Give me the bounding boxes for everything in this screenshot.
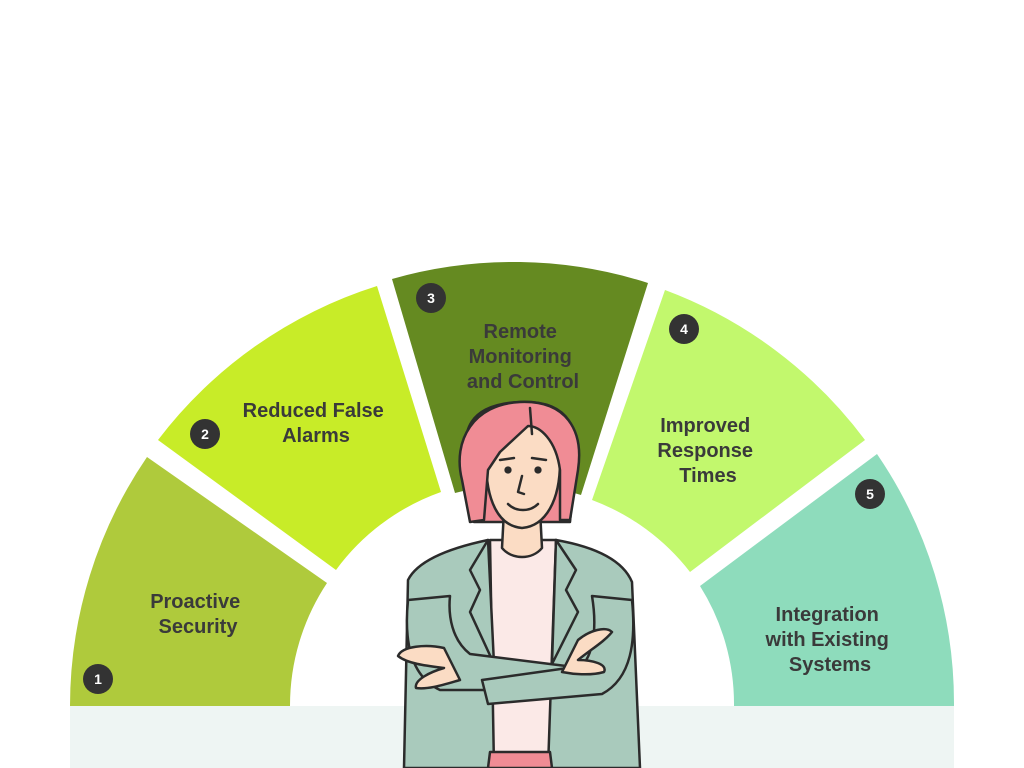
- segment-4-label-line: Improved: [660, 415, 750, 437]
- segment-1-label: Proactive Security: [150, 591, 246, 638]
- segment-2-wedge: [158, 286, 441, 570]
- segment-5-wedge: [700, 454, 955, 706]
- segment-3-label-line: Remote: [484, 321, 557, 343]
- segment-2-label-line: Reduced False: [243, 400, 384, 422]
- badge-3-number: 3: [427, 290, 435, 306]
- left-eyebrow: [498, 456, 516, 462]
- segment-1-label-line: Security: [159, 616, 239, 638]
- segment-4-label-line: Response: [657, 440, 753, 462]
- segment-4-wedge: [592, 290, 865, 572]
- right-eye: [534, 466, 542, 474]
- shirt: [488, 538, 558, 768]
- segment-3-label-line: and Control: [467, 371, 579, 393]
- segment-5-label-line: Integration: [776, 604, 879, 626]
- badge-4: 4: [669, 314, 699, 344]
- segment-1-label-line: Proactive: [150, 591, 240, 613]
- badge-1: 1: [83, 664, 113, 694]
- segment-3-label-line: Monitoring: [469, 346, 572, 368]
- segment-4-label: Improved Response Times: [657, 415, 758, 487]
- right-hand: [560, 628, 614, 676]
- nose: [516, 474, 526, 496]
- mouth: [506, 502, 540, 512]
- segment-2-label: Reduced False Alarms: [243, 400, 390, 447]
- left-lapel: [468, 538, 496, 666]
- hair-front: [458, 400, 581, 524]
- number-badges: 1 2 3 4 5: [83, 283, 885, 694]
- left-eye: [504, 466, 512, 474]
- segment-labels: Proactive Security Reduced False Alarms …: [150, 321, 895, 676]
- segment-1-wedge: [70, 457, 327, 706]
- segment-4-label-line: Times: [679, 465, 736, 487]
- segment-5-label-line: with Existing: [765, 629, 889, 651]
- woman-arms-crossed-illustration: [396, 400, 642, 768]
- hair-part: [528, 406, 534, 436]
- badge-3: 3: [416, 283, 446, 313]
- arc-segments: [70, 262, 955, 706]
- badge-2: 2: [190, 419, 220, 449]
- segment-3-wedge: [392, 262, 648, 495]
- right-lapel: [550, 538, 580, 666]
- right-eyebrow: [530, 456, 548, 462]
- badge-5-number: 5: [866, 486, 874, 502]
- segment-5-label: Integration with Existing Systems: [765, 604, 895, 676]
- badge-1-number: 1: [94, 671, 102, 687]
- left-hand: [396, 644, 462, 690]
- segment-2-label-line: Alarms: [282, 425, 350, 447]
- skirt: [486, 750, 554, 768]
- badge-4-number: 4: [680, 321, 688, 337]
- segment-3-label: Remote Monitoring and Control: [467, 321, 579, 393]
- badge-5: 5: [855, 479, 885, 509]
- badge-2-number: 2: [201, 426, 209, 442]
- left-arm-sleeve: [480, 594, 635, 706]
- segment-5-label-line: Systems: [789, 654, 871, 676]
